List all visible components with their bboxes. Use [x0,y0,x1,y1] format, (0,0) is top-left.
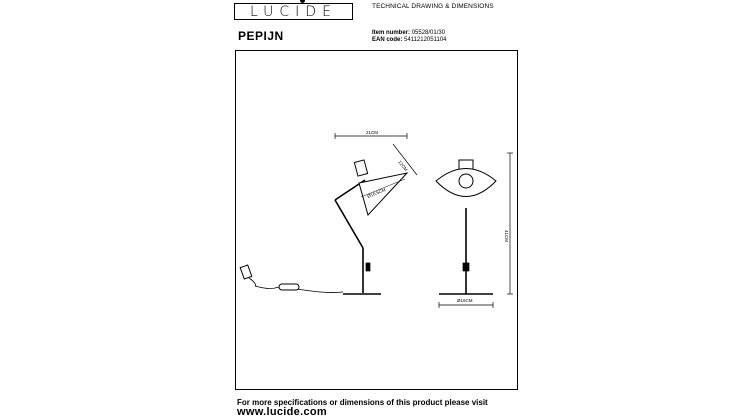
side-switch [365,262,371,272]
technical-drawing: 21CM 12CM Ø16,5CM 41CM Ø16CM [239,130,513,308]
logo-text: LUCIDE [250,4,337,20]
plug-icon [239,264,253,280]
drawing-frame [235,50,518,390]
label-width: 21CM [366,130,378,135]
item-number-row: Item number: 05528/01/30 [372,30,445,36]
side-lower-arm [334,199,364,249]
label-shade-height: 12CM [397,160,408,173]
item-number-label: Item number: [372,30,411,36]
side-socket [353,159,369,177]
ean-value: 5411212051104 [404,37,447,43]
item-number-value: 05528/01/30 [411,30,446,36]
side-shade [358,172,409,216]
ean-label: EAN code: [372,37,403,43]
front-switch [462,262,470,272]
footer-url-link[interactable]: www.lucide.com [237,406,327,418]
inline-switch [278,283,300,291]
product-name: PEPIJN [238,29,284,43]
footer-note: For more specifications or dimensions of… [237,398,488,407]
shade-diameter-line [360,178,406,198]
ean-row: EAN code: 5411212051104 [372,37,447,43]
logo-dot-icon [300,0,305,3]
label-base-diameter: Ø16CM [457,298,473,303]
shade-height-dimension-line [392,143,418,176]
label-shade-diameter: Ø16,5CM [367,187,387,199]
brand-logo: LUCIDE [234,0,353,20]
document-type: TECHNICAL DRAWING & DIMENSIONS [372,3,494,10]
label-total-height: 41CM [504,230,509,242]
